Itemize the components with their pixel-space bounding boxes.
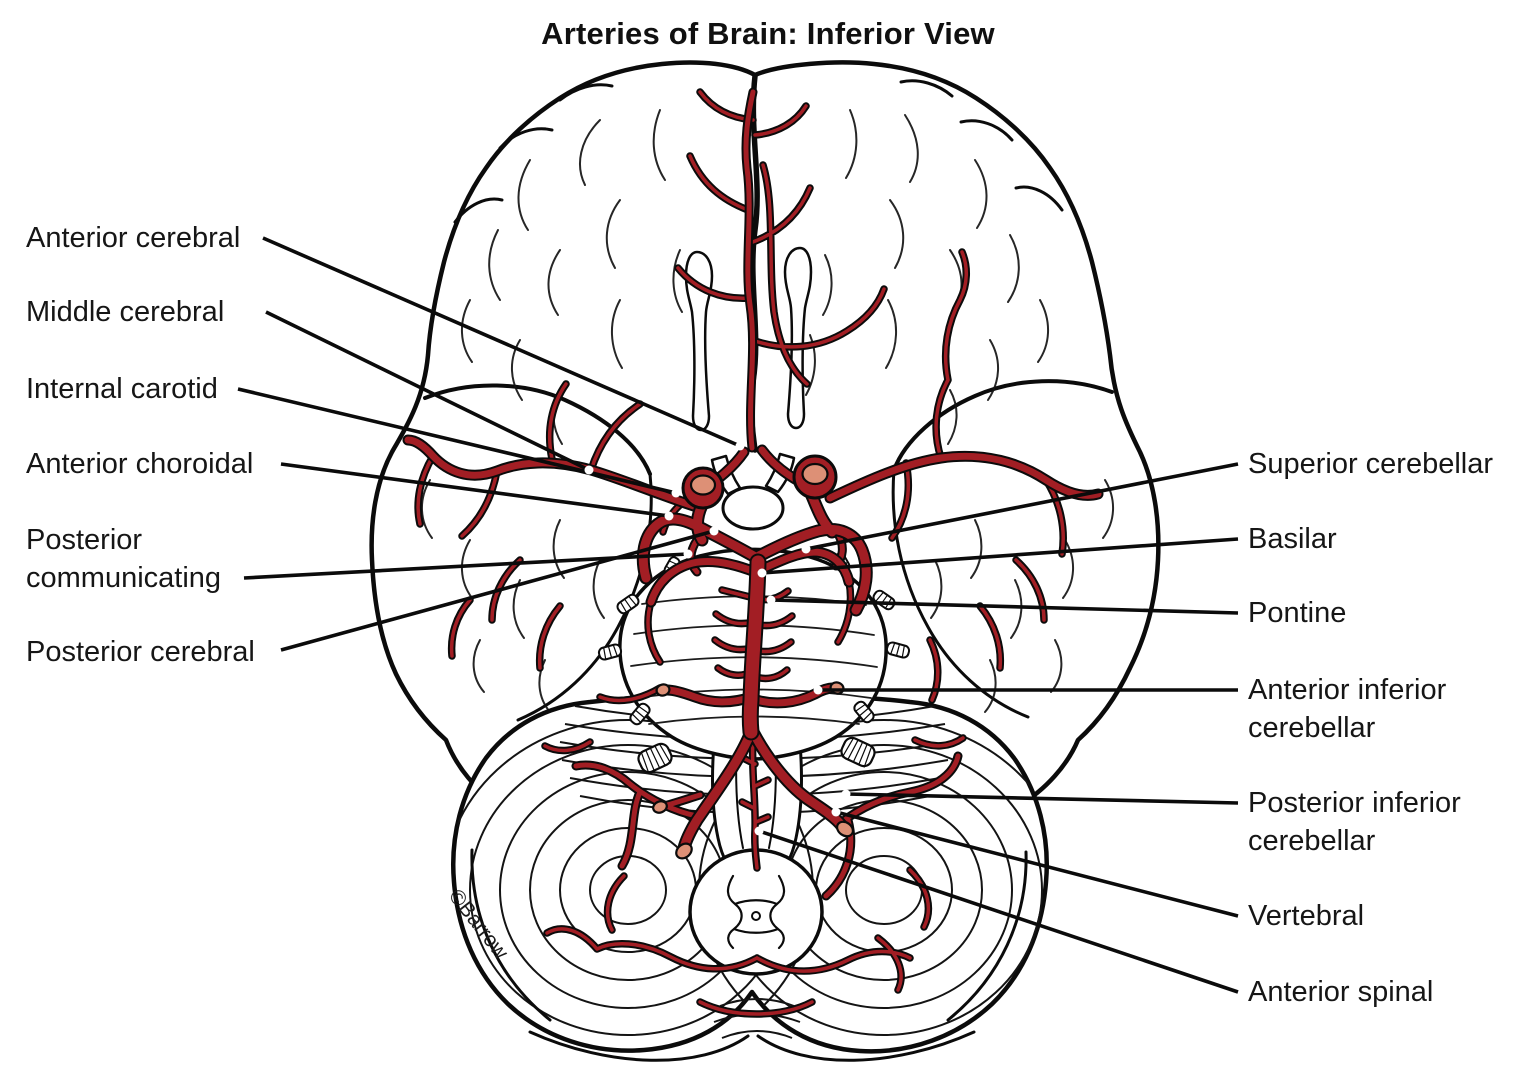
mca-sca-aica-arteries xyxy=(404,436,1102,707)
label-vertebral: Vertebral xyxy=(1248,900,1365,932)
label-internal-carotid: Internal carotid xyxy=(26,373,218,405)
leader-vertebral xyxy=(835,810,1239,918)
leader-endpoint-dots xyxy=(584,441,851,836)
label-middle-cerebral: Middle cerebral xyxy=(26,296,225,328)
page-title: Arteries of Brain: Inferior View xyxy=(541,16,995,51)
cortical-artery-branches xyxy=(416,90,1065,1016)
leader-superior-cerebellar xyxy=(805,462,1239,551)
artery-network xyxy=(402,87,1104,1018)
leader-posterior-inferior-cerebellar xyxy=(845,792,1239,805)
basilar-artery xyxy=(743,555,765,739)
label-anterior-choroidal: Anterior choroidal xyxy=(26,448,254,480)
label-basilar: Basilar xyxy=(1248,523,1337,555)
leader-pontine xyxy=(770,598,1239,615)
gyri-lines xyxy=(420,109,1115,713)
label-anterior-cerebral: Anterior cerebral xyxy=(26,222,241,254)
label-superior-cerebellar: Superior cerebellar xyxy=(1248,448,1494,480)
flocculus-right xyxy=(840,736,876,768)
leader-internal-carotid xyxy=(237,387,677,495)
ica-pca-vertebral-arteries xyxy=(638,491,871,853)
leader-basilar xyxy=(761,537,1239,575)
label-pontine: Pontine xyxy=(1248,597,1347,629)
label-posterior-cerebral: Posterior cerebral xyxy=(26,636,255,668)
label-posterior-communicating: Posterior communicating xyxy=(26,524,222,594)
flocculus-left xyxy=(637,742,673,774)
label-posterior-inferior-cerebellar: Posterior inferior cerebellar xyxy=(1248,787,1461,857)
leader-middle-cerebral xyxy=(265,310,590,472)
leader-lines xyxy=(237,236,1239,994)
leader-posterior-cerebral xyxy=(280,529,715,652)
olfactory-tracts xyxy=(684,246,813,432)
leader-anterior-cerebral xyxy=(262,236,741,448)
leader-anterior-spinal xyxy=(758,829,1239,994)
label-anterior-spinal: Anterior spinal xyxy=(1248,976,1434,1008)
label-anterior-inferior-cerebellar: Anterior inferior cerebellar xyxy=(1248,674,1447,744)
leader-anterior-choroidal xyxy=(280,462,670,518)
